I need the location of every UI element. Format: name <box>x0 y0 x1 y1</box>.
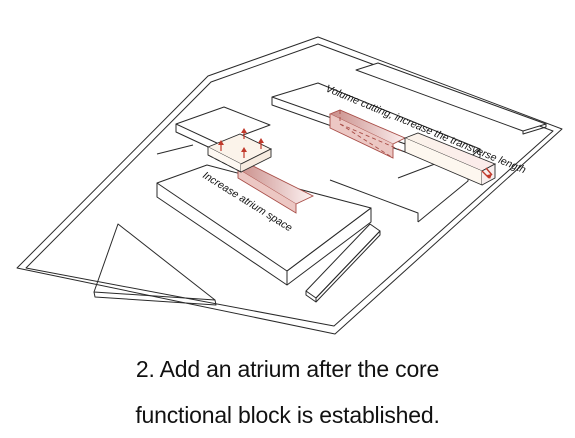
site-boundary-outer <box>16 36 563 335</box>
slab-bottom-right <box>305 223 381 303</box>
strip-top-right <box>355 62 547 135</box>
triangle-plot <box>93 223 216 301</box>
transverse-extension-volume <box>403 132 497 186</box>
atrium-raised-volume <box>206 128 273 173</box>
caption: 2. Add an atrium after the core function… <box>0 346 575 438</box>
site-massing-diagram: Volume cutting, increase the transverse … <box>16 36 563 335</box>
main-block-lower <box>156 164 372 286</box>
caption-line-1: 2. Add an atrium after the core <box>135 356 440 382</box>
caption-line-2: functional block is established. <box>135 402 440 428</box>
